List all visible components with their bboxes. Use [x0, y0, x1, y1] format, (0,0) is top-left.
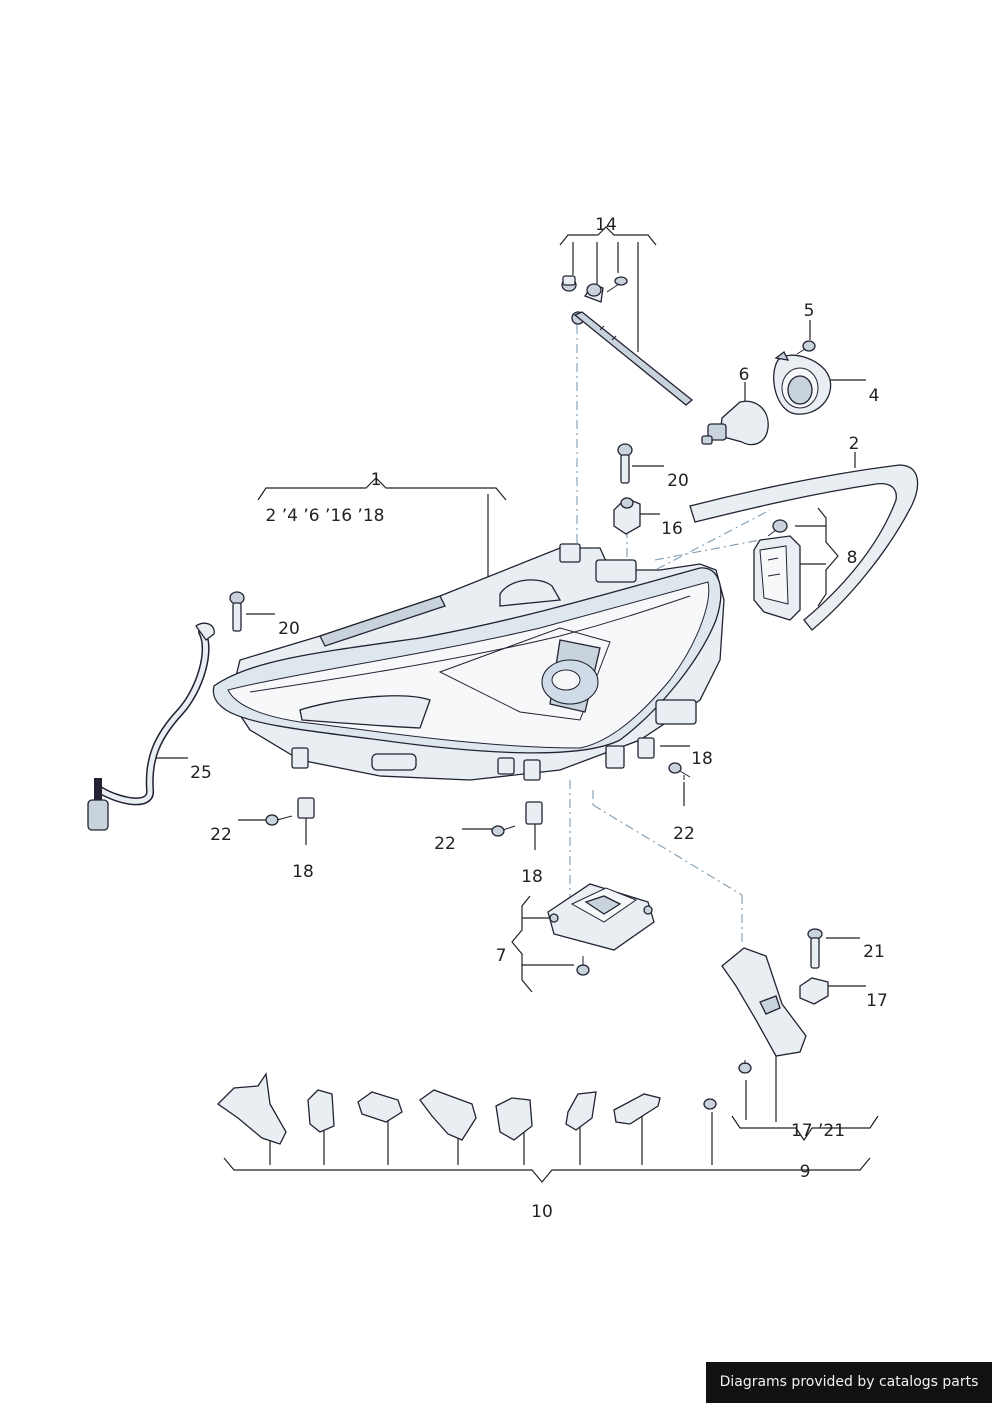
label-7: 7: [496, 946, 507, 966]
label-1-includes: 2 ’4 ’6 ’16 ’18: [266, 506, 385, 526]
label-17: 17: [866, 991, 888, 1011]
label-6: 6: [739, 365, 750, 385]
label-14: 14: [595, 215, 617, 235]
bracket-assembly: [721, 928, 829, 1074]
bulb: [701, 400, 769, 446]
vent-hose: [87, 622, 215, 831]
assembly-lines: [569, 325, 771, 945]
fasteners: [265, 737, 691, 837]
label-20-top: 20: [667, 471, 689, 491]
screw-20-top: [617, 443, 633, 484]
label-5: 5: [804, 301, 815, 321]
label-16: 16: [661, 519, 683, 539]
cover-cap: [773, 340, 832, 415]
label-22-mid: 22: [434, 834, 456, 854]
adjuster-rod-kit: [561, 275, 694, 406]
label-4: 4: [869, 386, 880, 406]
label-9: 9: [800, 1162, 811, 1182]
label-17-21: 17 ’21: [791, 1121, 845, 1141]
label-22-right: 22: [673, 824, 695, 844]
led-module: [547, 883, 655, 976]
label-10: 10: [531, 1202, 553, 1222]
headlight-housing: [212, 543, 725, 781]
label-2: 2: [849, 434, 860, 454]
label-8: 8: [847, 548, 858, 568]
control-unit: [753, 519, 801, 621]
leader-lines: [155, 320, 866, 987]
label-25: 25: [190, 763, 212, 783]
bracket-set: [216, 1072, 717, 1145]
credit-banner: Diagrams provided by catalogs parts: [706, 1362, 992, 1403]
group-brackets: [223, 226, 879, 1183]
label-18-mid: 18: [521, 867, 543, 887]
label-1: 1: [371, 470, 382, 490]
adjuster-16: [613, 497, 641, 535]
label-22-left: 22: [210, 825, 232, 845]
label-21: 21: [863, 942, 885, 962]
label-18-left: 18: [292, 862, 314, 882]
seal-strip: [689, 464, 919, 631]
label-18-right: 18: [691, 749, 713, 769]
label-20-left: 20: [278, 619, 300, 639]
callout-labels: 14 5 4 6 2 20 1 2 ’4 ’6 ’16 ’18 16 8 20 …: [190, 215, 888, 1222]
screw-20-left: [229, 591, 245, 632]
